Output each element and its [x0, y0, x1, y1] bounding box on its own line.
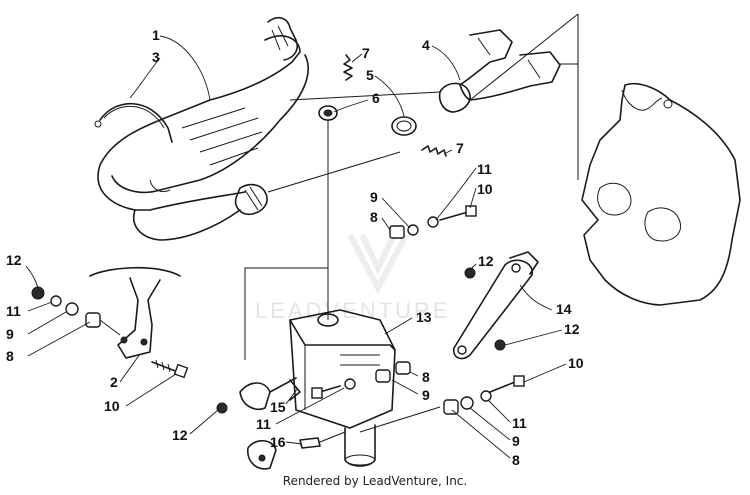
exhaust-gasket-6-inner [323, 109, 333, 117]
callout-8-right: 8 [512, 452, 520, 468]
callout-11-mid: 11 [256, 416, 271, 432]
callout-8-mid: 8 [422, 369, 430, 385]
callout-12-lower: 12 [172, 427, 188, 443]
callout-10-left: 10 [104, 398, 120, 414]
muffler-right-hardware [311, 267, 506, 399]
engine-outline [581, 82, 741, 306]
callout-7-upper: 7 [362, 45, 370, 61]
callout-13: 13 [416, 309, 432, 325]
callout-2: 2 [110, 374, 118, 390]
exhaust-strap [94, 102, 173, 143]
watermark-logo [347, 233, 409, 295]
y-pipe-manifold [438, 29, 561, 113]
expansion-to-manifold-line [267, 91, 441, 193]
callout-15: 15 [270, 399, 286, 415]
callout-7-lower: 7 [456, 140, 464, 156]
callout-9-left: 9 [6, 326, 14, 342]
spring-upper [343, 54, 353, 81]
callout-4: 4 [422, 37, 430, 53]
callout-12-right: 12 [478, 253, 494, 269]
lower-bracket [247, 431, 346, 470]
callout-16: 16 [270, 434, 286, 450]
left-hardware-stack [31, 286, 121, 336]
upper-mid-hardware [389, 205, 477, 239]
callout-11-upper: 11 [477, 161, 492, 177]
muffler-bracket [452, 251, 539, 360]
callout-6: 6 [372, 90, 380, 106]
callout-9-right: 9 [512, 433, 520, 449]
exhaust-tab [216, 377, 297, 414]
callout-5: 5 [366, 67, 374, 83]
callout-1: 1 [152, 27, 160, 43]
callout-3: 3 [152, 49, 160, 65]
callout-10-right: 10 [568, 355, 584, 371]
callout-11-right: 11 [512, 415, 527, 431]
footer-credit: Rendered by LeadVenture, Inc. [282, 474, 468, 488]
callout-11-left: 11 [6, 303, 21, 319]
bolt-left [151, 359, 189, 379]
leader-lines [25, 35, 567, 459]
callout-8-left: 8 [6, 348, 14, 364]
lower-right-hardware [359, 375, 525, 433]
drop-line [244, 120, 329, 360]
muffler [289, 309, 396, 467]
exhaust-gasket-5-inner [396, 120, 412, 132]
callout-12-left: 12 [6, 252, 22, 268]
callout-labels: 1 3 4 5 6 7 7 11 10 9 8 12 11 9 8 2 10 1… [6, 27, 584, 468]
callout-8-upper: 8 [370, 209, 378, 225]
exhaust-gasket-5 [391, 116, 417, 136]
callout-10-upper: 10 [477, 181, 493, 197]
callout-12-mid: 12 [564, 321, 580, 337]
callout-14: 14 [556, 301, 572, 317]
callout-9-mid: 9 [422, 387, 430, 403]
exhaust-bracket [89, 266, 181, 359]
spring-lower [421, 145, 447, 157]
callout-9-upper: 9 [370, 189, 378, 205]
watermark-text: LEADVENTURE [255, 298, 451, 323]
pipe-to-engine-line [469, 13, 579, 180]
expansion-chamber [97, 16, 309, 241]
